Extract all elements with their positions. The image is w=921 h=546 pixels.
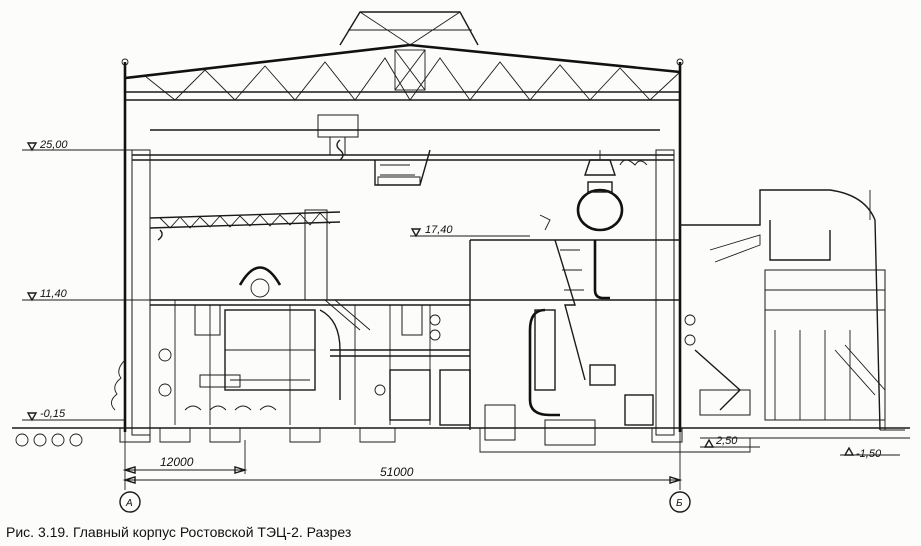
main-columns (121, 58, 684, 436)
roof-lantern (394, 49, 426, 91)
boiler-section (680, 189, 905, 431)
axis-label-b: Б (676, 498, 683, 509)
elevation-label: -0,15 (40, 408, 66, 420)
turbine-hall-structure (150, 266, 471, 426)
dimension-lines: 12000 51000 (122, 432, 683, 490)
roof-truss (124, 11, 681, 101)
elevation-label: 17,40 (425, 224, 453, 236)
left-tree (111, 359, 126, 411)
elevation-label: 25,00 (39, 139, 68, 151)
dimension-label: 12000 (160, 455, 194, 469)
elevation-marks: 25,00 11,40 -0,15 17,40 2,50 -1,50 (22, 139, 900, 460)
figure-caption: Рис. 3.19. Главный корпус Ростовской ТЭЦ… (6, 524, 352, 540)
dimension-label: 51000 (380, 465, 414, 479)
ground-foundations (12, 427, 910, 453)
jib-crane (149, 209, 341, 301)
coal-bunker-hopper (374, 149, 648, 186)
elevation-label: 11,40 (40, 288, 68, 300)
elevation-label: 2,50 (715, 435, 738, 447)
elevation-label: -1,50 (856, 448, 882, 460)
deaerator-bay (469, 150, 680, 446)
axis-label-a: А (125, 498, 133, 509)
crane-girder (132, 114, 674, 161)
axis-markers: А Б (119, 491, 691, 513)
